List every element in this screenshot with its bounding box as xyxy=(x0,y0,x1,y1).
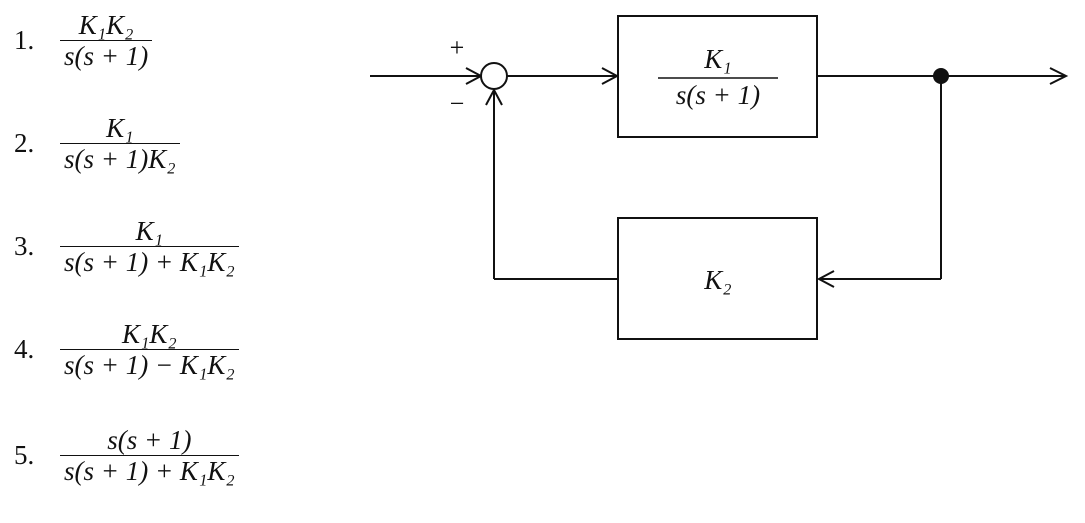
fraction-bar xyxy=(60,245,239,247)
option-fraction: K₁ s(s + 1)K₂ xyxy=(60,113,180,174)
feedback-block-label: K₂ xyxy=(703,265,731,295)
forward-block-denominator: s(s + 1) xyxy=(676,80,760,110)
fraction-bar xyxy=(60,454,239,456)
option-number: 3. xyxy=(14,230,35,261)
option-4: 4. K₁K₂ s(s + 1) − K₁K₂ xyxy=(14,314,239,384)
fraction-numerator: K₁ xyxy=(106,112,134,143)
option-3: 3. K₁ s(s + 1) + K₁K₂ xyxy=(14,211,239,281)
fraction-denominator: s(s + 1) + K₁K₂ xyxy=(64,246,235,277)
feedback-arrowhead xyxy=(816,270,835,288)
fraction-bar xyxy=(60,348,239,350)
fraction-numerator: s(s + 1) xyxy=(107,424,192,455)
fraction-denominator: s(s + 1) + K₁K₂ xyxy=(64,455,235,486)
summing-junction xyxy=(480,62,508,90)
option-fraction: K₁K₂ s(s + 1) − K₁K₂ xyxy=(60,319,239,380)
option-number: 2. xyxy=(14,127,35,158)
minus-sign: − xyxy=(450,89,465,118)
option-2: 2. K₁ s(s + 1)K₂ xyxy=(14,108,180,178)
takeoff-point xyxy=(933,68,949,84)
option-5: 5. s(s + 1) s(s + 1) + K₁K₂ xyxy=(14,420,239,490)
forward-block xyxy=(617,15,818,138)
feedback-up-arrowhead xyxy=(485,87,503,106)
fraction-numerator: K₁ xyxy=(135,215,164,246)
option-fraction: K₁ s(s + 1) + K₁K₂ xyxy=(60,216,239,277)
output-arrowhead xyxy=(1049,67,1069,85)
option-1: 1. K₁K₂ s(s + 1) xyxy=(14,5,153,75)
plus-sign: + xyxy=(450,33,465,62)
option-number: 1. xyxy=(14,24,35,55)
feedback-block xyxy=(617,217,818,340)
fraction-denominator: s(s + 1) − K₁K₂ xyxy=(64,349,235,380)
fraction-bar xyxy=(60,142,180,144)
forward-block-numerator: K₁ xyxy=(703,44,731,74)
fraction-bar xyxy=(60,39,153,41)
option-number: 4. xyxy=(14,333,35,364)
option-fraction: K₁K₂ s(s + 1) xyxy=(60,9,153,71)
fraction-denominator: s(s + 1) xyxy=(64,40,149,71)
fraction-numerator: K₁K₂ xyxy=(78,9,134,40)
fraction-denominator: s(s + 1)K₂ xyxy=(64,143,176,174)
option-number: 5. xyxy=(14,439,35,470)
fraction-numerator: K₁K₂ xyxy=(121,318,177,349)
option-fraction: s(s + 1) s(s + 1) + K₁K₂ xyxy=(60,425,239,486)
